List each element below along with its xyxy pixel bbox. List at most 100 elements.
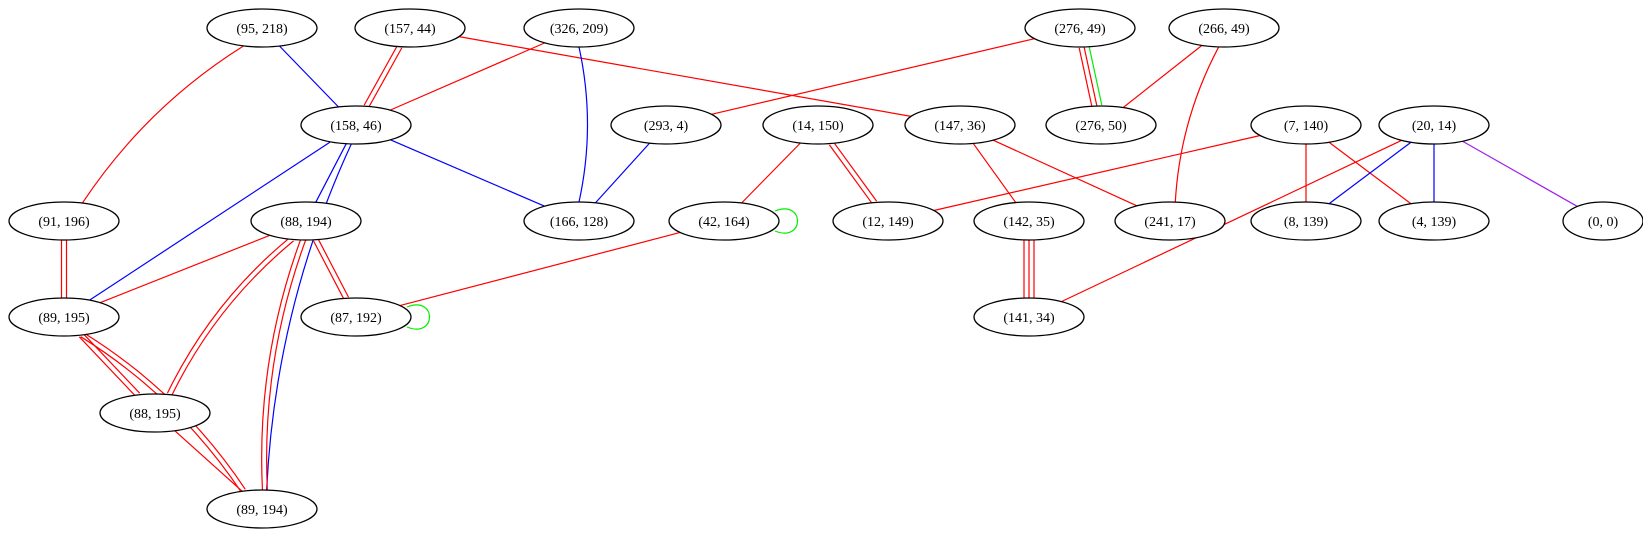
node-ellipse xyxy=(523,8,635,48)
node-layer: (95, 218) (157, 44) (326, 209) (276, 49) (26… xyxy=(8,8,1643,529)
edge-n95_218-n91_196 xyxy=(81,45,244,204)
node-ellipse xyxy=(668,201,780,241)
node-label: (158, 46) xyxy=(330,119,382,134)
node-241-17: (241, 17) xyxy=(1114,201,1226,241)
edge-n88_194-n87_192 xyxy=(317,238,350,298)
node-276-50: (276, 50) xyxy=(1045,105,1157,145)
node-label: (266, 49) xyxy=(1198,22,1250,37)
node-ellipse xyxy=(8,297,120,337)
edge-n147_36-n142_35 xyxy=(972,143,1017,203)
node-ellipse xyxy=(1250,201,1362,241)
node-ellipse xyxy=(250,201,362,241)
edge-n266_49-n241_17 xyxy=(1174,46,1220,203)
node-ellipse xyxy=(1562,201,1643,241)
edge-n20_14-n141_34 xyxy=(1061,139,1402,303)
edge-n158_46-n89_195 xyxy=(89,141,331,301)
node-label: (147, 36) xyxy=(934,119,986,134)
edge-n293_4-n166_128 xyxy=(594,142,651,204)
node-166-128: (166, 128) xyxy=(523,201,635,241)
node-ellipse xyxy=(1114,201,1226,241)
node-12-149: (12, 149) xyxy=(832,201,944,241)
node-142-35: (142, 35) xyxy=(973,201,1085,241)
node-label: (88, 194) xyxy=(280,215,332,230)
node-ellipse xyxy=(832,201,944,241)
edge-n88_195-n89_194 xyxy=(174,430,243,492)
node-ellipse xyxy=(1378,105,1490,145)
node-0-0: (0, 0) xyxy=(1562,201,1643,241)
node-label: (157, 44) xyxy=(384,22,436,37)
edge-n20_14-n8_139 xyxy=(1328,141,1412,205)
node-266-49: (266, 49) xyxy=(1168,8,1280,48)
edge-n157_44-n158_46 xyxy=(363,45,398,106)
node-4-139: (4, 139) xyxy=(1378,201,1490,241)
edge-n20_14-n0_0 xyxy=(1462,140,1578,207)
node-ellipse xyxy=(1250,105,1362,145)
node-label: (89, 195) xyxy=(38,311,90,326)
edge-n157_44-n158_46 xyxy=(368,47,403,108)
node-ellipse xyxy=(8,201,120,241)
node-88-195: (88, 195) xyxy=(99,393,211,433)
node-147-36: (147, 36) xyxy=(904,105,1016,145)
node-label: (276, 49) xyxy=(1054,22,1106,37)
node-label: (95, 218) xyxy=(236,22,288,37)
edge-n147_36-n241_17 xyxy=(992,139,1138,207)
node-89-194: (89, 194) xyxy=(206,489,318,529)
node-326-209: (326, 209) xyxy=(523,8,635,48)
edge-n276_49-n276_50 xyxy=(1083,46,1098,107)
node-88-194: (88, 194) xyxy=(250,201,362,241)
edge-n87_192-n87_192 xyxy=(406,304,430,330)
edge-n7_140-n12_149 xyxy=(933,134,1261,212)
edge-n326_209-n166_128 xyxy=(578,46,589,203)
node-label: (166, 128) xyxy=(550,215,609,230)
edge-n158_46-n89_194 xyxy=(266,143,352,491)
node-ellipse xyxy=(523,201,635,241)
edge-n88_194-n89_195 xyxy=(99,234,271,304)
node-ellipse xyxy=(1024,8,1136,48)
edge-n88_194-n87_192 xyxy=(312,240,345,300)
node-95-218: (95, 218) xyxy=(206,8,318,48)
edge-n158_46-n88_194 xyxy=(315,143,347,203)
node-ellipse xyxy=(610,105,722,145)
edge-layer xyxy=(60,36,1578,494)
node-ellipse xyxy=(206,8,318,48)
node-label: (293, 4) xyxy=(644,119,689,134)
node-ellipse xyxy=(1378,201,1490,241)
edge-n88_194-n89_194 xyxy=(261,239,302,490)
node-label: (141, 34) xyxy=(1003,311,1055,326)
edge-n88_194-n88_195 xyxy=(170,240,294,397)
edge-n14_150-n42_164 xyxy=(741,142,801,204)
node-141-34: (141, 34) xyxy=(973,297,1085,337)
node-ellipse xyxy=(354,8,466,48)
node-276-49: (276, 49) xyxy=(1024,8,1136,48)
node-157-44: (157, 44) xyxy=(354,8,466,48)
node-8-139: (8, 139) xyxy=(1250,201,1362,241)
edge-n276_49-n276_50 xyxy=(1088,45,1103,106)
node-7-140: (7, 140) xyxy=(1250,105,1362,145)
node-label: (7, 140) xyxy=(1284,119,1329,134)
node-label: (14, 150) xyxy=(792,119,844,134)
node-label: (42, 164) xyxy=(698,215,750,230)
node-ellipse xyxy=(99,393,211,433)
node-ellipse xyxy=(1168,8,1280,48)
node-87-192: (87, 192) xyxy=(300,297,412,337)
node-42-164: (42, 164) xyxy=(668,201,780,241)
node-ellipse xyxy=(206,489,318,529)
node-91-196: (91, 196) xyxy=(8,201,120,241)
node-89-195: (89, 195) xyxy=(8,297,120,337)
edge-n89_195-n88_195 xyxy=(78,336,137,398)
node-14-150: (14, 150) xyxy=(762,105,874,145)
edge-n42_164-n42_164 xyxy=(774,208,798,234)
node-ellipse xyxy=(904,105,1016,145)
node-label: (12, 149) xyxy=(862,215,914,230)
node-label: (142, 35) xyxy=(1003,215,1055,230)
node-158-46: (158, 46) xyxy=(300,105,412,145)
node-label: (0, 0) xyxy=(1588,215,1619,230)
node-ellipse xyxy=(973,297,1085,337)
node-ellipse xyxy=(762,105,874,145)
edge-n89_195-n88_195 xyxy=(82,332,141,394)
node-label: (91, 196) xyxy=(38,215,90,230)
node-label: (8, 139) xyxy=(1284,215,1329,230)
edge-n276_49-n276_50 xyxy=(1078,47,1093,108)
edge-n88_194-n89_194 xyxy=(266,240,307,491)
